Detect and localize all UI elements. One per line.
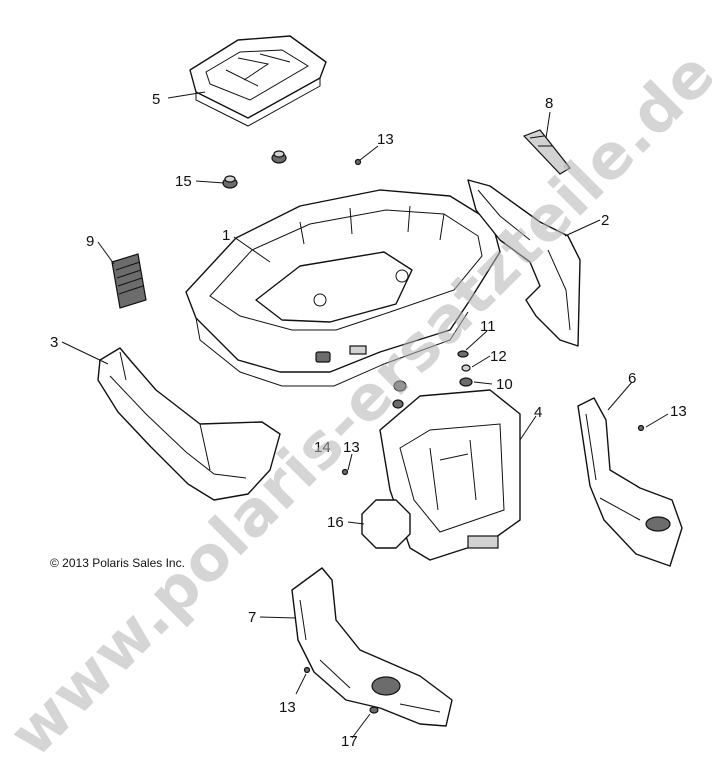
callout-16: 16 xyxy=(327,514,344,531)
fasteners-10-11-12 xyxy=(392,350,473,409)
callout-2: 2 xyxy=(601,212,609,229)
callout-6: 6 xyxy=(628,370,636,387)
callout-12: 12 xyxy=(490,348,507,365)
part-17-clip xyxy=(369,706,379,714)
part-16-octagon-label xyxy=(361,499,411,549)
part-2-right-panel xyxy=(467,179,581,347)
part-9-vent-grille xyxy=(111,253,147,309)
callout-7: 7 xyxy=(248,609,256,626)
callout-13-mid: 13 xyxy=(343,439,360,456)
part-8-bracket xyxy=(522,129,571,175)
callout-15: 15 xyxy=(175,173,192,190)
callout-9: 9 xyxy=(86,233,94,250)
callout-4: 4 xyxy=(534,404,542,421)
part-4-tray xyxy=(379,389,521,561)
callout-14: 14 xyxy=(314,439,331,456)
copyright-notice: © 2013 Polaris Sales Inc. xyxy=(50,556,185,570)
part-6-right-bracket xyxy=(577,397,683,567)
callout-11: 11 xyxy=(480,318,496,335)
part-15-grommets xyxy=(222,150,287,189)
callout-labels: 5 8 13 15 1 2 9 3 11 12 10 6 13 4 14 13 … xyxy=(50,91,687,750)
part-1-storage-tub xyxy=(185,189,501,387)
callout-10: 10 xyxy=(496,376,513,393)
callout-1: 1 xyxy=(222,227,230,244)
callout-17: 17 xyxy=(341,733,358,750)
part-5-lid xyxy=(189,35,327,127)
callout-13-top: 13 xyxy=(377,131,394,148)
callout-3: 3 xyxy=(50,334,58,351)
part-7-lower-bracket xyxy=(291,567,453,727)
callout-13-bottom: 13 xyxy=(279,699,296,716)
part-13-screws xyxy=(303,158,645,674)
callout-8: 8 xyxy=(545,95,553,112)
callout-13-right: 13 xyxy=(670,403,687,420)
callout-5: 5 xyxy=(152,91,160,108)
part-3-left-panel xyxy=(97,347,281,501)
leader-lines xyxy=(61,91,669,739)
